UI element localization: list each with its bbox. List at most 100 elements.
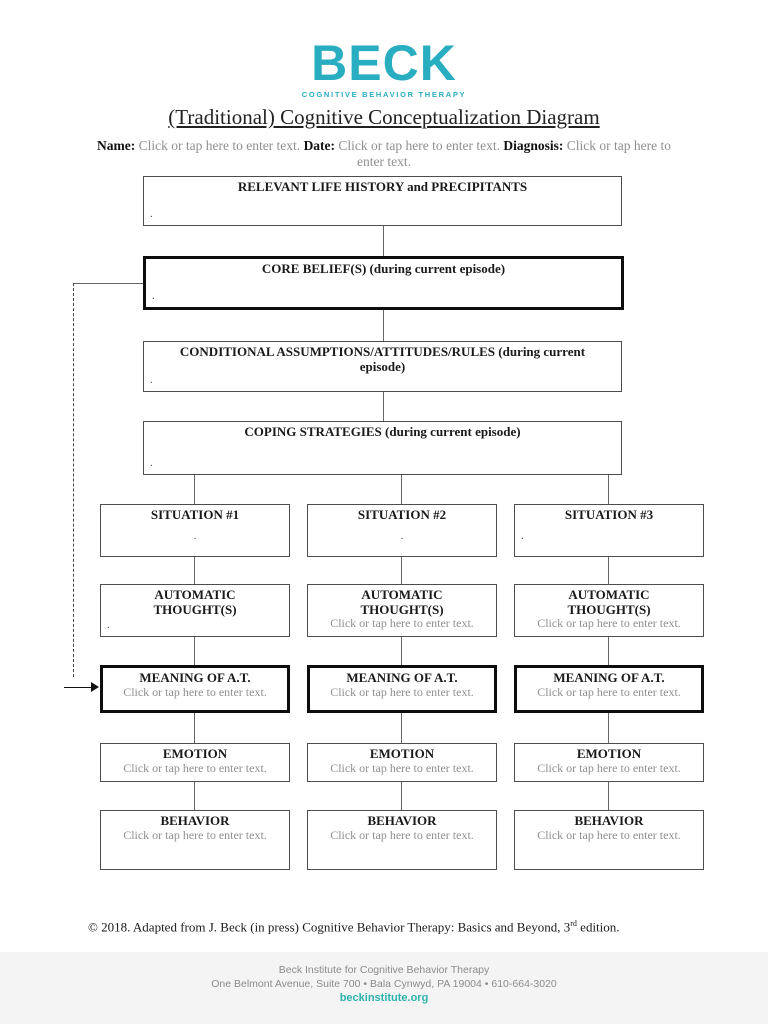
box-title: AUTOMATIC THOUGHT(S) bbox=[515, 585, 703, 617]
emotion-field[interactable]: Click or tap here to enter text. bbox=[330, 760, 474, 775]
empty-content-dot[interactable]: . bbox=[521, 530, 524, 542]
feedback-connector-horizontal bbox=[73, 283, 143, 284]
box-automatic-thought-2: AUTOMATIC THOUGHT(S) Click or tap here t… bbox=[307, 584, 497, 637]
box-title: EMOTION bbox=[162, 746, 228, 761]
box-situation-2: SITUATION #2 . bbox=[307, 504, 497, 557]
page-title: (Traditional) Cognitive Conceptualizatio… bbox=[168, 105, 600, 129]
box-core-belief: CORE BELIEF(S) (during current episode) … bbox=[143, 256, 624, 310]
connector bbox=[401, 713, 402, 743]
institute-website-link[interactable]: beckinstitute.org bbox=[339, 992, 429, 1005]
box-conditional-assumptions: CONDITIONAL ASSUMPTIONS/ATTITUDES/RULES … bbox=[143, 341, 622, 392]
connector bbox=[383, 310, 384, 341]
empty-content-dot[interactable]: . bbox=[400, 530, 404, 542]
connector bbox=[194, 713, 195, 743]
feedback-arrow-line bbox=[64, 687, 92, 688]
box-emotion-1: EMOTION Click or tap here to enter text. bbox=[100, 743, 290, 782]
connector bbox=[194, 475, 195, 504]
meaning-field[interactable]: Click or tap here to enter text. bbox=[537, 684, 681, 699]
connector bbox=[401, 557, 402, 584]
box-title: AUTOMATIC THOUGHT(S) bbox=[101, 585, 289, 617]
empty-content-dot[interactable]: . bbox=[150, 208, 153, 220]
feedback-connector-dashed bbox=[73, 283, 74, 677]
date-field[interactable]: Click or tap here to enter text. bbox=[338, 138, 500, 153]
box-title-line2: THOUGHT(S) bbox=[567, 601, 651, 617]
box-title: EMOTION bbox=[369, 746, 435, 761]
box-coping-strategies: COPING STRATEGIES (during current episod… bbox=[143, 421, 622, 475]
connector bbox=[608, 475, 609, 504]
behavior-field[interactable]: Click or tap here to enter text. bbox=[537, 827, 681, 842]
connector bbox=[383, 392, 384, 421]
behavior-field[interactable]: Click or tap here to enter text. bbox=[330, 827, 474, 842]
box-title: SITUATION #1 bbox=[150, 507, 240, 522]
automatic-thought-field[interactable]: Click or tap here to enter text. bbox=[537, 616, 681, 631]
connector bbox=[401, 637, 402, 665]
institute-footer: Beck Institute for Cognitive Behavior Th… bbox=[0, 952, 768, 1024]
connector bbox=[608, 782, 609, 810]
box-behavior-1: BEHAVIOR Click or tap here to enter text… bbox=[100, 810, 290, 870]
box-title: CORE BELIEF(S) (during current episode) bbox=[261, 261, 506, 276]
empty-content-dot[interactable]: . bbox=[150, 457, 153, 469]
box-meaning-3: MEANING OF A.T. Click or tap here to ent… bbox=[514, 665, 704, 713]
copyright-text-end: edition. bbox=[576, 919, 620, 935]
feedback-arrow-icon bbox=[91, 682, 99, 692]
meaning-field[interactable]: Click or tap here to enter text. bbox=[330, 684, 474, 699]
box-relevant-history: RELEVANT LIFE HISTORY and PRECIPITANTS . bbox=[143, 176, 622, 226]
behavior-field[interactable]: Click or tap here to enter text. bbox=[123, 827, 267, 842]
connector bbox=[608, 713, 609, 743]
meaning-field[interactable]: Click or tap here to enter text. bbox=[123, 684, 267, 699]
connector bbox=[194, 637, 195, 665]
connector bbox=[401, 782, 402, 810]
box-title: EMOTION bbox=[576, 746, 642, 761]
box-title-line1: AUTOMATIC bbox=[568, 587, 650, 602]
box-title-line2: THOUGHT(S) bbox=[153, 601, 237, 617]
institute-name: Beck Institute for Cognitive Behavior Th… bbox=[278, 964, 490, 976]
connector bbox=[608, 637, 609, 665]
connector bbox=[401, 475, 402, 504]
box-title: SITUATION #2 bbox=[357, 507, 447, 522]
box-title-line1: CONDITIONAL ASSUMPTIONS/ATTITUDES/RULES … bbox=[179, 344, 586, 359]
beck-wordmark: BECK bbox=[311, 35, 457, 91]
automatic-thought-field[interactable]: Click or tap here to enter text. bbox=[330, 616, 474, 631]
copyright-ordinal: rd bbox=[570, 919, 577, 928]
box-title-line1: AUTOMATIC bbox=[361, 587, 443, 602]
box-title-line1: AUTOMATIC bbox=[154, 587, 236, 602]
empty-content-dot[interactable]: . bbox=[150, 374, 153, 386]
box-automatic-thought-3: AUTOMATIC THOUGHT(S) Click or tap here t… bbox=[514, 584, 704, 637]
box-meaning-1: MEANING OF A.T. Click or tap here to ent… bbox=[100, 665, 290, 713]
box-emotion-3: EMOTION Click or tap here to enter text. bbox=[514, 743, 704, 782]
box-title-line2: THOUGHT(S) bbox=[360, 601, 444, 617]
box-title: MEANING OF A.T. bbox=[346, 670, 458, 685]
name-label: Name: bbox=[97, 138, 136, 153]
box-title: COPING STRATEGIES (during current episod… bbox=[244, 424, 521, 439]
date-label: Date: bbox=[303, 138, 336, 153]
box-automatic-thought-1: AUTOMATIC THOUGHT(S) . bbox=[100, 584, 290, 637]
box-meaning-2: MEANING OF A.T. Click or tap here to ent… bbox=[307, 665, 497, 713]
empty-content-dot[interactable]: . bbox=[152, 290, 155, 302]
empty-content-dot[interactable]: . bbox=[193, 530, 197, 542]
box-title: BEHAVIOR bbox=[367, 813, 437, 828]
connector bbox=[194, 557, 195, 584]
beck-tagline: COGNITIVE BEHAVIOR THERAPY bbox=[301, 90, 467, 99]
box-title: BEHAVIOR bbox=[160, 813, 230, 828]
connector bbox=[383, 226, 384, 256]
box-title: MEANING OF A.T. bbox=[139, 670, 251, 685]
box-title: RELEVANT LIFE HISTORY and PRECIPITANTS bbox=[237, 179, 528, 194]
box-situation-1: SITUATION #1 . bbox=[100, 504, 290, 557]
emotion-field[interactable]: Click or tap here to enter text. bbox=[123, 760, 267, 775]
institute-address: One Belmont Avenue, Suite 700 • Bala Cyn… bbox=[211, 978, 557, 991]
patient-fields: Name: Click or tap here to enter text. D… bbox=[84, 138, 684, 171]
box-emotion-2: EMOTION Click or tap here to enter text. bbox=[307, 743, 497, 782]
copyright-text: © 2018. Adapted from J. Beck (in press) … bbox=[88, 919, 571, 935]
empty-content-dot[interactable]: . bbox=[107, 619, 110, 631]
name-field[interactable]: Click or tap here to enter text. bbox=[138, 138, 301, 153]
diagnosis-field[interactable]: Click or tap here to enter text. bbox=[357, 138, 671, 170]
emotion-field[interactable]: Click or tap here to enter text. bbox=[537, 760, 681, 775]
beck-logo: BECK COGNITIVE BEHAVIOR THERAPY bbox=[0, 35, 768, 99]
box-behavior-3: BEHAVIOR Click or tap here to enter text… bbox=[514, 810, 704, 870]
box-title: CONDITIONAL ASSUMPTIONS/ATTITUDES/RULES … bbox=[144, 342, 621, 374]
box-behavior-2: BEHAVIOR Click or tap here to enter text… bbox=[307, 810, 497, 870]
box-title: AUTOMATIC THOUGHT(S) bbox=[308, 585, 496, 617]
box-title: MEANING OF A.T. bbox=[553, 670, 665, 685]
diagnosis-label: Diagnosis: bbox=[503, 138, 564, 153]
